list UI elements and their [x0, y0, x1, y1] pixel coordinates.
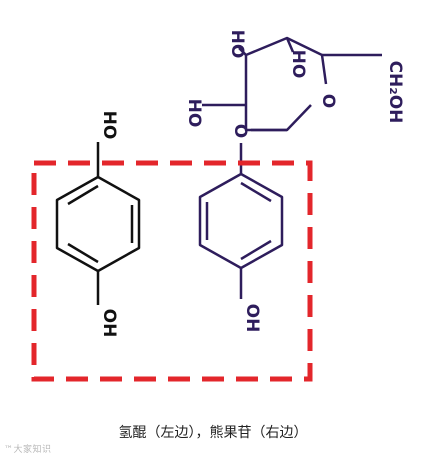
highlight-box — [31, 160, 313, 382]
glucose-oh-ring-bond — [285, 37, 295, 53]
hq-bottom-oh-label: OH — [99, 309, 119, 338]
glucose-oh-top-label: HO — [227, 30, 247, 59]
watermark: ™大家知识 — [4, 445, 52, 455]
hydroquinone-inner-bond-3 — [67, 242, 99, 264]
arbutin-inner-bond-3 — [240, 239, 272, 261]
arbutin-phenol-oh-label: OH — [242, 304, 262, 333]
arbutin-benzene-ring — [198, 172, 284, 270]
hq-top-oh-label: HO — [99, 111, 119, 140]
figure-caption: 氢醌（左边），熊果苷（右边） — [118, 425, 308, 441]
glycosidic-oxygen-label: O — [230, 124, 250, 138]
hydroquinone-benzene-ring — [55, 175, 141, 273]
hydroquinone-molecule — [55, 142, 141, 305]
ring-oxygen-label: O — [318, 94, 338, 108]
glucose-ring — [244, 36, 328, 132]
arbutin-inner-bond-2 — [240, 181, 272, 203]
glucose-oh-ring-label: HO — [288, 50, 308, 79]
arbutin-molecule — [198, 36, 382, 299]
glucose-oh-left-label: HO — [184, 99, 204, 128]
hydroquinone-inner-bond-2 — [67, 184, 99, 206]
ch2oh-label: CH₂OH — [385, 61, 405, 124]
glucose-oh-top-bond — [238, 47, 247, 56]
